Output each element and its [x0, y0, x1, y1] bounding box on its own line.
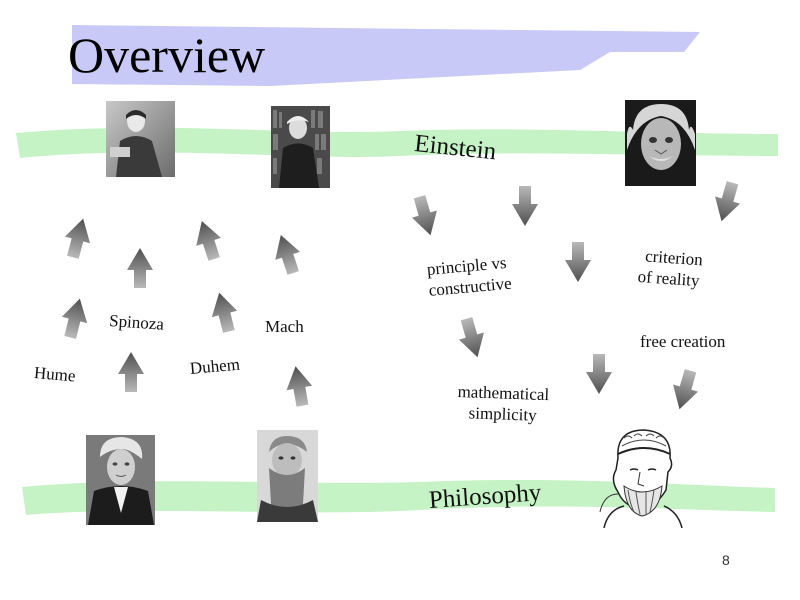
portrait-mach	[257, 430, 318, 522]
label-principle-vs-constructive: principle vs constructive	[426, 252, 512, 302]
arrow-up-icon	[189, 216, 227, 264]
arrow-up-icon	[57, 295, 93, 341]
label-mathematical-simplicity: mathematical simplicity	[457, 381, 550, 427]
arrow-up-icon	[282, 364, 316, 408]
arrow-down-icon	[565, 242, 591, 282]
arrow-down-icon	[666, 367, 704, 413]
portrait-hume	[86, 435, 155, 525]
arrow-up-icon	[206, 289, 242, 335]
label-hume: Hume	[33, 362, 77, 386]
portrait-einstein-bookshelf	[271, 106, 330, 188]
green-band-bottom	[22, 479, 775, 515]
label-line: simplicity	[468, 403, 537, 426]
portrait-einstein-old	[625, 100, 696, 186]
arrow-down-icon	[453, 315, 491, 361]
arrow-down-icon	[586, 354, 612, 394]
arrow-up-icon	[127, 248, 153, 288]
label-line: of reality	[637, 267, 701, 291]
label-free-creation: free creation	[640, 332, 726, 351]
slide-title: Overview	[68, 27, 266, 83]
arrow-up-icon	[118, 352, 144, 392]
green-band-top	[16, 127, 778, 158]
title-band	[72, 25, 700, 86]
label-mach: Mach	[265, 317, 304, 336]
page-number: 8	[722, 552, 730, 568]
arrow-down-icon	[512, 186, 538, 226]
arrow-up-icon	[60, 215, 96, 261]
arrow-down-icon	[406, 193, 444, 239]
portrait-einstein-young	[106, 101, 175, 177]
label-duhem: Duhem	[189, 354, 241, 378]
bust-plato	[594, 424, 684, 528]
arrow-up-icon	[268, 230, 306, 278]
label-criterion-of-reality: criterion of reality	[637, 245, 703, 292]
label-spinoza: Spinoza	[108, 310, 165, 334]
arrow-down-icon	[708, 179, 746, 225]
